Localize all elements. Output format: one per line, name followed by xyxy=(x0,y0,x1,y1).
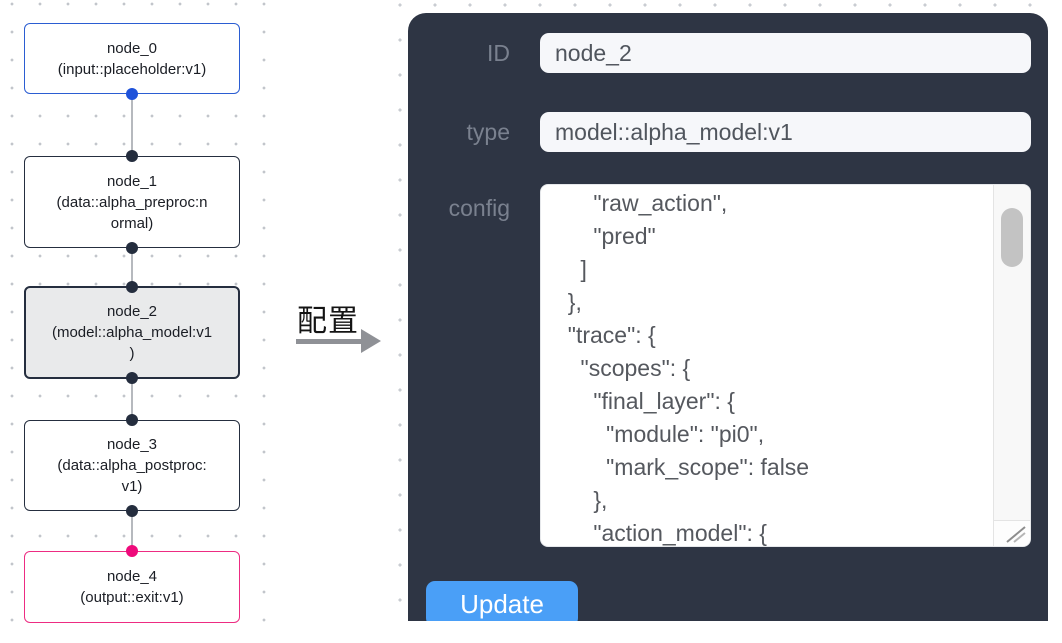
edge-node2-node3 xyxy=(131,379,133,420)
scrollbar-thumb[interactable] xyxy=(1001,208,1023,267)
scrollbar-track[interactable] xyxy=(993,185,1030,522)
node-label: node_1 (data::alpha_preproc:n ormal) xyxy=(56,172,208,232)
type-field-label: type xyxy=(466,119,510,145)
flow-node-node_4[interactable]: node_4 (output::exit:v1) xyxy=(24,545,240,623)
output-port-icon[interactable] xyxy=(126,88,138,100)
panel-screenshot-area: ID type config "raw_action", "pred" ] },… xyxy=(392,0,1062,622)
input-port-icon[interactable] xyxy=(126,150,138,162)
output-port-icon[interactable] xyxy=(126,372,138,384)
input-port-icon[interactable] xyxy=(126,281,138,293)
resize-handle-icon[interactable] xyxy=(993,520,1030,546)
output-port-icon[interactable] xyxy=(126,505,138,517)
node-label: node_4 (output::exit:v1) xyxy=(80,568,184,606)
config-json-content: "raw_action", "pred" ] }, "trace": { "sc… xyxy=(567,190,810,546)
edge-node0-node1 xyxy=(131,94,133,156)
configure-caption: 配置 xyxy=(297,305,359,338)
input-port-icon[interactable] xyxy=(126,545,138,557)
right-arrow-head-icon xyxy=(361,329,381,353)
id-input[interactable] xyxy=(540,33,1031,73)
output-port-icon[interactable] xyxy=(126,242,138,254)
config-textarea[interactable]: "raw_action", "pred" ] }, "trace": { "sc… xyxy=(540,184,1031,547)
node-label: node_0 (input::placeholder:v1) xyxy=(57,39,207,78)
flow-node-node_3[interactable]: node_3 (data::alpha_postproc: v1) xyxy=(24,414,240,517)
node-label: node_3 (data::alpha_postproc: v1) xyxy=(57,436,207,495)
type-input[interactable] xyxy=(540,112,1031,152)
flow-node-node_2-selected[interactable]: node_2 (model::alpha_model:v1 ) xyxy=(24,281,240,384)
right-arrow-icon xyxy=(296,339,362,344)
edge-node3-node4 xyxy=(131,511,133,551)
id-field-label: ID xyxy=(487,40,510,66)
node-config-panel: ID type config "raw_action", "pred" ] },… xyxy=(408,13,1048,621)
flow-node-node_1[interactable]: node_1 (data::alpha_preproc:n ormal) xyxy=(24,150,240,254)
config-field-label: config xyxy=(448,195,510,221)
node-label: node_2 (model::alpha_model:v1 ) xyxy=(51,303,213,362)
input-port-icon[interactable] xyxy=(126,414,138,426)
edge-node1-node2 xyxy=(131,248,133,286)
flow-canvas[interactable]: node_0 (input::placeholder:v1) node_1 (d… xyxy=(0,0,278,643)
flow-node-node_0[interactable]: node_0 (input::placeholder:v1) xyxy=(24,23,240,100)
update-button[interactable]: Update xyxy=(426,581,578,621)
